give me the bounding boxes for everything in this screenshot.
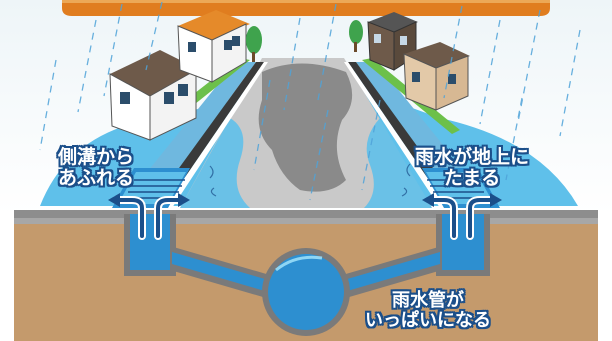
side-ditch-line2: あふれる: [57, 167, 134, 190]
ground-pooling-label: 雨水が地上に たまる: [402, 146, 542, 190]
overflow-arrow-icon: [116, 198, 494, 238]
storm-drain-system: [124, 214, 490, 336]
side-ditch-overflow-label: 側溝から あふれる: [36, 146, 156, 190]
ground-pooling-line1: 雨水が地上に: [414, 146, 529, 168]
ground-pooling-line2: たまる: [443, 167, 501, 190]
house-icon: [177, 10, 250, 83]
pipe-full-line2: いっぱいになる: [365, 310, 491, 332]
road-puddle: [258, 63, 353, 192]
house-icon: [367, 12, 418, 71]
house-icon: [403, 42, 470, 111]
tree-icon: [246, 26, 262, 62]
house-icon: [109, 50, 200, 141]
pipe-full-label: 雨水管が いっぱいになる: [348, 290, 508, 332]
rain-icon: [39, 1, 581, 201]
side-ditch-line1: 側溝から: [57, 146, 134, 168]
pipe-full-line1: 雨水管が: [392, 290, 464, 311]
title-banner: [62, 0, 550, 16]
tree-icon: [349, 20, 363, 52]
